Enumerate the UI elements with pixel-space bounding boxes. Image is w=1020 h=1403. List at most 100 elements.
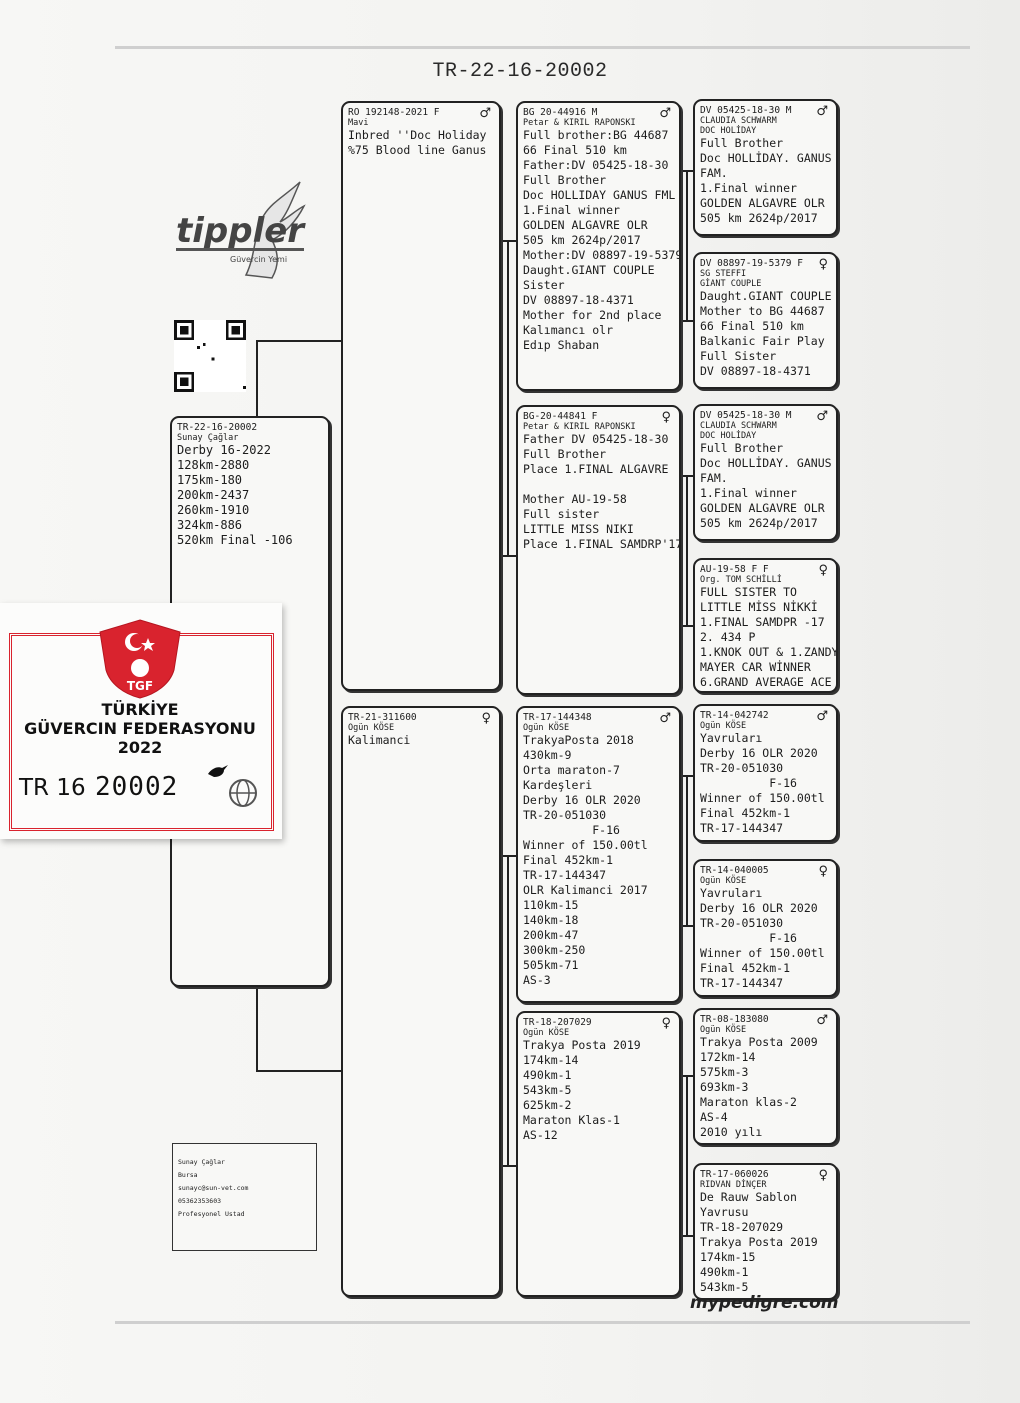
detail-line: Final 452km-1 <box>700 806 791 820</box>
detail-line: 625km-2 <box>523 1098 572 1112</box>
male-symbol-icon: ♂ <box>816 409 828 424</box>
detail-line: 1.Final winner <box>700 181 797 195</box>
detail-line: TR-20-051030 <box>700 761 784 775</box>
breeder-name: Ogün KÖSE <box>700 721 747 731</box>
detail-line: Full Sister <box>700 349 777 363</box>
female-symbol-icon: ♀ <box>818 563 828 578</box>
detail-line: ​ <box>523 477 675 492</box>
male-symbol-icon: ♂ <box>816 709 828 724</box>
detail-line: Trakya Posta 2019 <box>523 1038 641 1052</box>
card-title-line2: GÜVERCIN FEDERASYONU <box>24 719 256 738</box>
contact-line: Bursa <box>178 1171 198 1179</box>
detail-line: FULL SISTER TO <box>700 585 797 599</box>
detail-line: FAM. <box>700 471 728 485</box>
contact-line: Profesyonel Ustad <box>178 1210 245 1218</box>
detail-line: Trakya Posta 2019 <box>700 1235 818 1249</box>
detail-line: Full sister <box>523 507 600 521</box>
detail-line: Place 1.FINAL ALGAVRE <box>523 462 669 476</box>
breeder-name: SG STEFFI <box>700 269 747 279</box>
male-symbol-icon: ♂ <box>659 711 671 726</box>
subject-race-line: 128km-2880 <box>177 458 250 472</box>
detail-line: Doc HOLLİDAY. GANUS <box>700 151 832 165</box>
card-ring-prefix: TR 16 <box>19 775 86 801</box>
connector <box>507 855 509 1166</box>
subject-race-line: 260km-1910 <box>177 503 250 517</box>
strain-name: DOC HOLİDAY <box>700 431 757 441</box>
detail-line: Father:DV 05425-18-30 <box>523 158 669 172</box>
connector <box>677 1235 695 1237</box>
detail-line: TR-20-051030 <box>523 808 607 822</box>
detail-line: TR-17-144347 <box>700 821 784 835</box>
connector <box>256 1070 342 1072</box>
detail-line: 490km-1 <box>700 1265 749 1279</box>
detail-line: Winner of 150.00tl <box>700 791 825 805</box>
contact-line: 05362353603 <box>178 1197 222 1205</box>
svg-text:TGF: TGF <box>127 679 153 693</box>
detail-line: 110km-15 <box>523 898 579 912</box>
detail-line: DV 08897-18-4371 <box>700 364 811 378</box>
detail-line: De Rauw Sablon <box>700 1190 797 1204</box>
ring-number: DV 05425-18-30 M <box>700 410 792 421</box>
detail-line: GOLDEN ALGAVRE OLR <box>523 218 648 232</box>
top-rule <box>115 46 970 49</box>
detail-line: Final 452km-1 <box>700 961 791 975</box>
detail-line: 505km-71 <box>523 958 579 972</box>
detail-line: Derby 16 OLR 2020 <box>700 901 818 915</box>
detail-line: Mother to BG 44687 <box>700 304 825 318</box>
detail-line: Full brother:BG 44687 <box>523 128 669 142</box>
detail-line: 543km-5 <box>700 1280 749 1294</box>
male-symbol-icon: ♂ <box>479 106 491 121</box>
connector <box>256 340 342 342</box>
connector <box>256 340 258 418</box>
connector <box>498 555 516 557</box>
detail-line: F-16 <box>523 823 620 837</box>
detail-line: GOLDEN ALGAVRE OLR <box>700 196 825 210</box>
detail-line: 543km-5 <box>523 1083 572 1097</box>
detail-line: TR-18-207029 <box>700 1220 784 1234</box>
detail-line: Final 452km-1 <box>523 853 614 867</box>
detail-line: MAYER CAR WİNNER <box>700 660 811 674</box>
qr-code[interactable] <box>174 320 246 392</box>
connector <box>677 625 695 627</box>
female-symbol-icon: ♀ <box>661 1016 671 1031</box>
detail-line: Mother AU-19-58 <box>523 492 627 506</box>
detail-line: 693km-3 <box>700 1080 749 1094</box>
detail-line: Inbred ''Doc Holiday <box>348 128 487 142</box>
detail-line: Maraton klas-2 <box>700 1095 797 1109</box>
ring-number: DV 05425-18-30 M <box>700 105 792 116</box>
ring-number: BG 20-44916 M <box>523 107 598 118</box>
ring-number: TR-17-060026 <box>700 1169 769 1180</box>
contact-line: Sunay Çağlar <box>178 1158 225 1166</box>
detail-line: FAM. <box>700 166 728 180</box>
breeder-name: Ogün KÖSE <box>700 876 747 886</box>
breeder-name: CLAUDIA SCHWARM <box>700 116 777 126</box>
strain-name: DOC HOLİDAY <box>700 126 757 136</box>
female-symbol-icon: ♀ <box>481 711 491 726</box>
card-title-line1: TÜRKİYE <box>101 700 179 719</box>
female-symbol-icon: ♀ <box>661 410 671 425</box>
card-ring-number: 20002 <box>95 772 179 802</box>
detail-line: Doc HOLLIDAY GANUS FML <box>523 188 676 202</box>
ring-number: TR-18-207029 <box>523 1017 592 1028</box>
subject-race-line: 324km-886 <box>177 518 243 532</box>
ring-number: AU-19-58 F F <box>700 564 769 575</box>
subject-race-line: 175km-180 <box>177 473 243 487</box>
detail-line: Father DV 05425-18-30 <box>523 432 669 446</box>
detail-line: Full Brother <box>700 136 784 150</box>
detail-line: Daught.GIANT COUPLE <box>523 263 655 277</box>
detail-line: Sister <box>523 278 565 292</box>
